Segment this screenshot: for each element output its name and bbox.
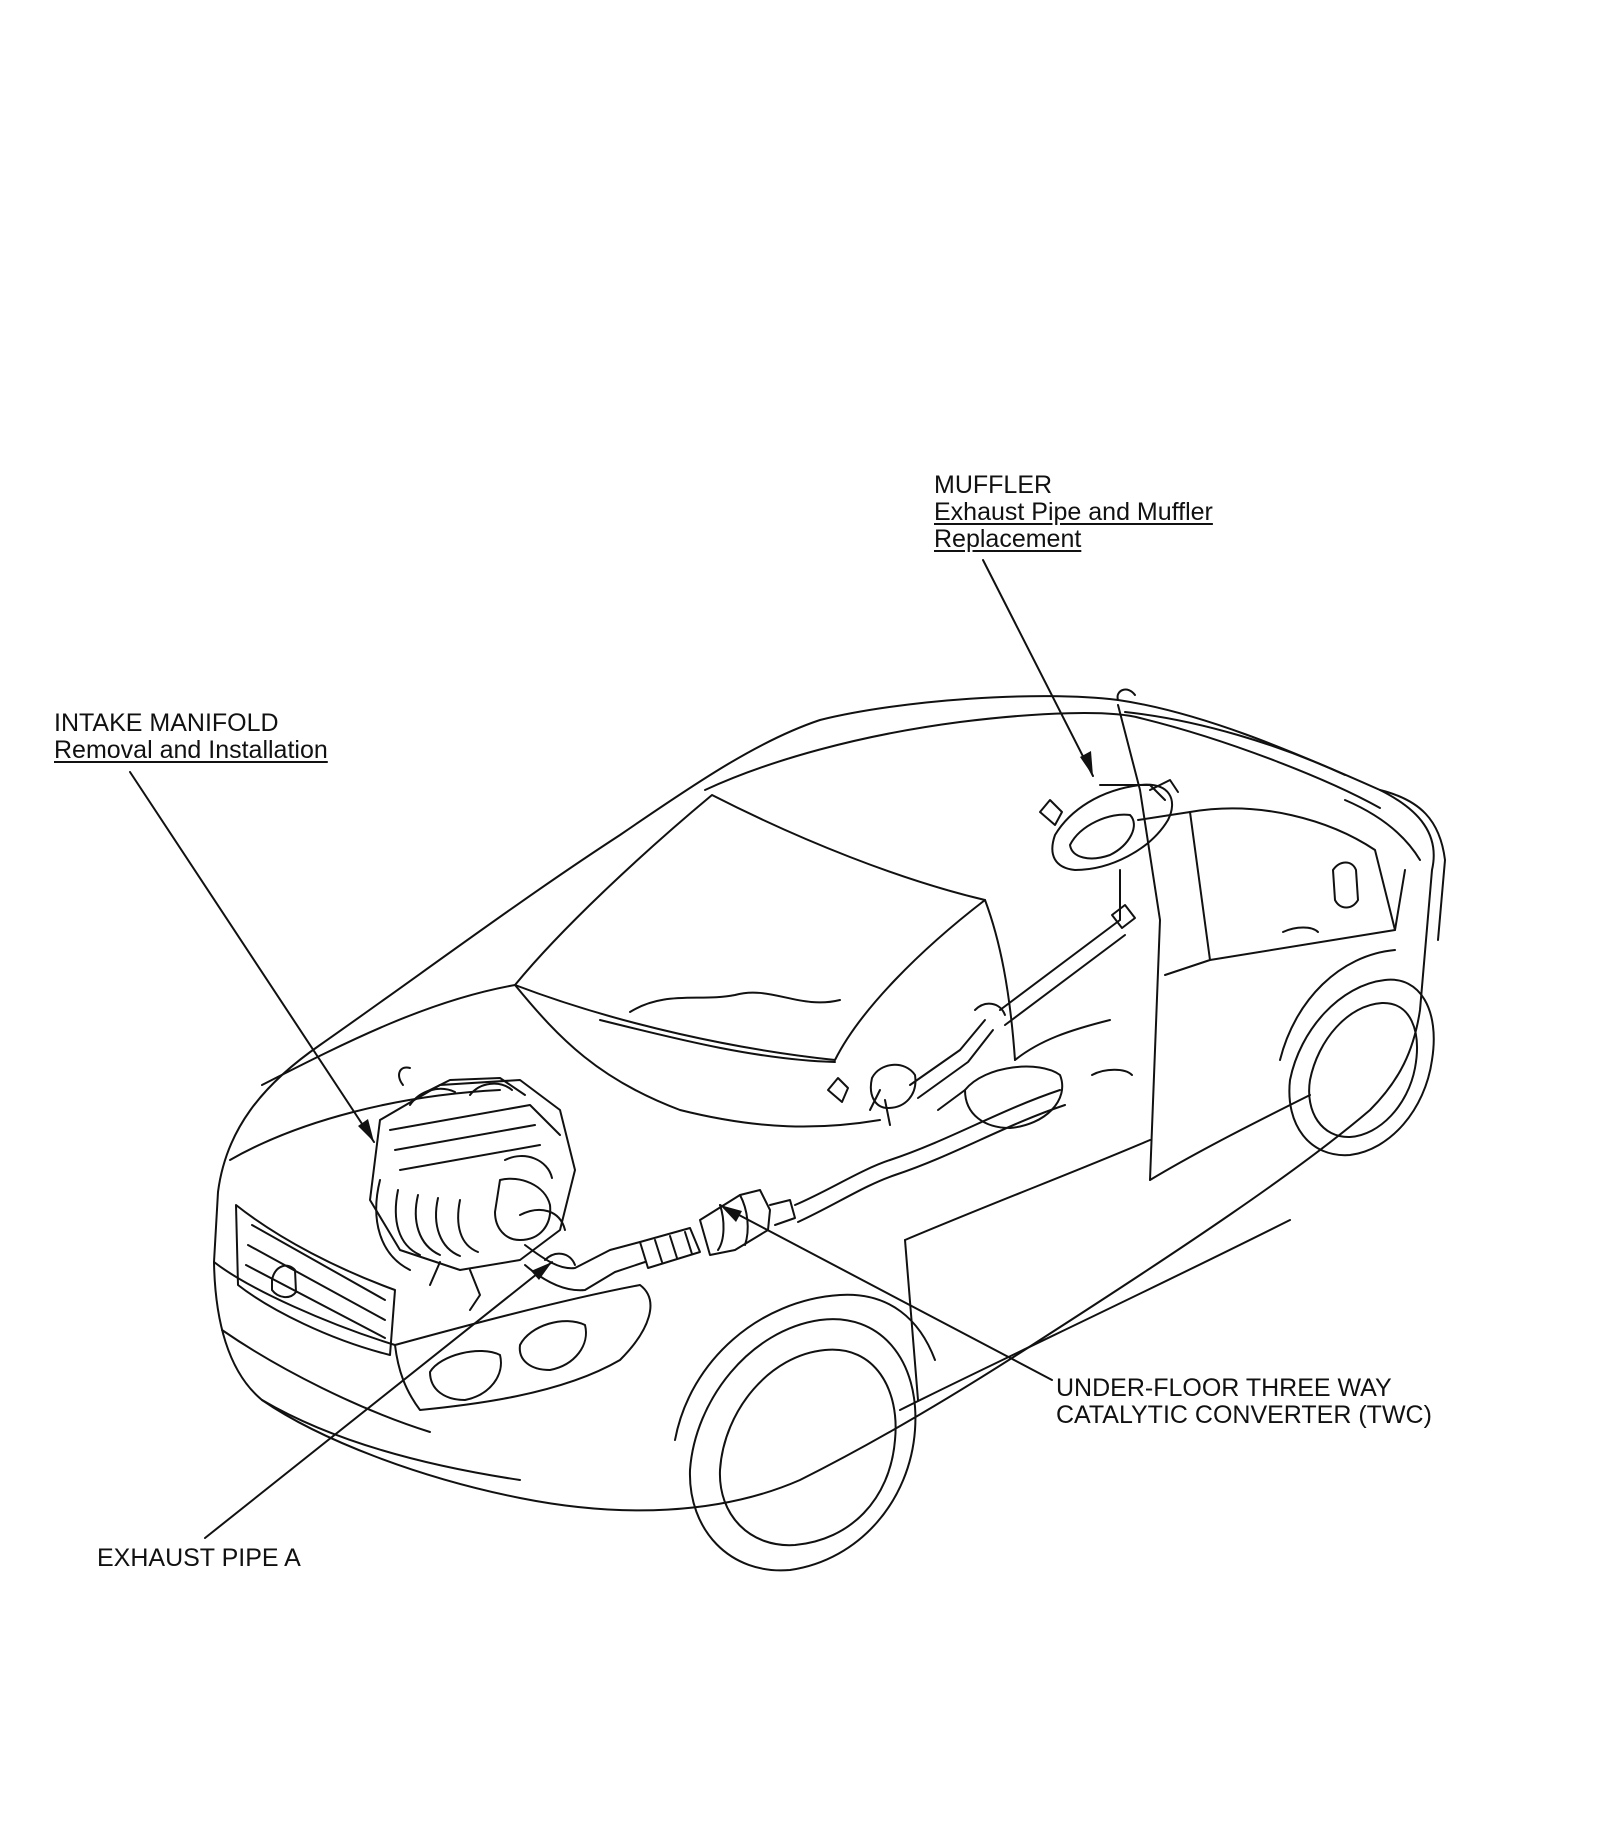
exhaust-arrowhead: [531, 1262, 552, 1280]
muffler-leader-line: [982, 559, 1094, 777]
twc-label-line1: UNDER-FLOOR THREE WAY: [1056, 1374, 1392, 1402]
exhaust-leader-line: [204, 1261, 553, 1539]
twc-arrowhead: [720, 1205, 742, 1222]
exhaust-system: [524, 779, 1179, 1292]
leader-lines: [129, 559, 1094, 1539]
muffler-replacement-link[interactable]: Exhaust Pipe and Muffler: [934, 498, 1213, 526]
intake-leader-line: [129, 771, 375, 1143]
car-body: [213, 688, 1446, 1572]
twc-callout: UNDER-FLOOR THREE WAY CATALYTIC CONVERTE…: [1056, 1375, 1432, 1429]
muffler-label: MUFFLER: [934, 471, 1053, 499]
engine-assembly: [369, 1066, 576, 1311]
intake-manifold-callout: INTAKE MANIFOLD Removal and Installation: [54, 710, 328, 764]
muffler-callout: MUFFLER Exhaust Pipe and Muffler Replace…: [934, 472, 1213, 553]
intake-manifold-removal-link[interactable]: Removal and Installation: [54, 736, 328, 764]
intake-manifold-label: INTAKE MANIFOLD: [54, 709, 279, 737]
twc-label-line2: CATALYTIC CONVERTER (TWC): [1056, 1401, 1432, 1429]
twc-leader-line: [719, 1204, 1053, 1381]
exhaust-pipe-a-callout: EXHAUST PIPE A: [97, 1545, 301, 1572]
exhaust-pipe-a-label: EXHAUST PIPE A: [97, 1544, 301, 1572]
intake-arrowhead: [358, 1119, 374, 1142]
muffler-replacement-link-line2[interactable]: Replacement: [934, 525, 1082, 553]
muffler-arrowhead: [1080, 751, 1093, 776]
